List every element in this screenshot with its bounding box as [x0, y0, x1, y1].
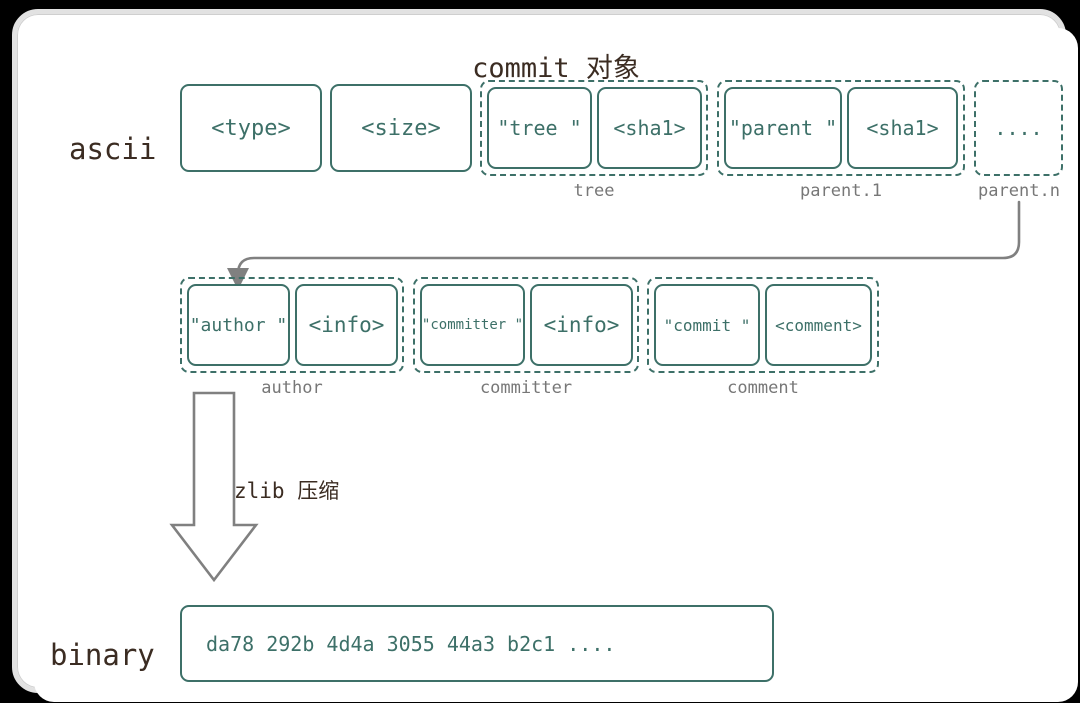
group-tree	[480, 80, 708, 176]
field-parent-sha1[interactable]: <sha1>	[847, 87, 958, 169]
caption-committer: committer	[479, 378, 573, 398]
caption-parent-n: parent.n	[978, 181, 1060, 201]
binary-content-box[interactable]: da78 292b 4d4a 3055 44a3 b2c1 ....	[180, 605, 774, 682]
field-author-key[interactable]: "author "	[187, 284, 290, 366]
page-title: commit 对象	[472, 53, 640, 84]
group-parent-1	[717, 80, 965, 176]
field-comment-value[interactable]: <comment>	[765, 284, 872, 366]
diagram-surface: commit 对象 ascii binary <type> <size> "tr…	[34, 28, 1078, 702]
field-tree-key[interactable]: "tree "	[487, 87, 592, 169]
group-author	[180, 277, 404, 373]
field-type[interactable]: <type>	[180, 84, 322, 172]
field-committer-key[interactable]: "committer "	[420, 284, 525, 366]
field-committer-info[interactable]: <info>	[530, 284, 633, 366]
field-size[interactable]: <size>	[330, 84, 472, 172]
diagram-frame: commit 对象 ascii binary <type> <size> "tr…	[12, 9, 1078, 702]
caption-author: author	[261, 378, 323, 398]
row-label-binary: binary	[50, 638, 155, 672]
caption-parent-1: parent.1	[800, 181, 882, 201]
zlib-label: zlib 压缩	[234, 479, 340, 503]
field-author-info[interactable]: <info>	[295, 284, 398, 366]
field-tree-sha1[interactable]: <sha1>	[597, 87, 702, 169]
group-parent-n[interactable]: ....	[974, 80, 1063, 176]
caption-tree: tree	[573, 181, 615, 201]
caption-comment: comment	[727, 378, 799, 398]
field-parent-key[interactable]: "parent "	[724, 87, 842, 169]
field-comment-key[interactable]: "commit "	[654, 284, 760, 366]
group-committer	[413, 277, 639, 373]
group-comment	[647, 277, 879, 373]
row-label-ascii: ascii	[69, 132, 157, 166]
